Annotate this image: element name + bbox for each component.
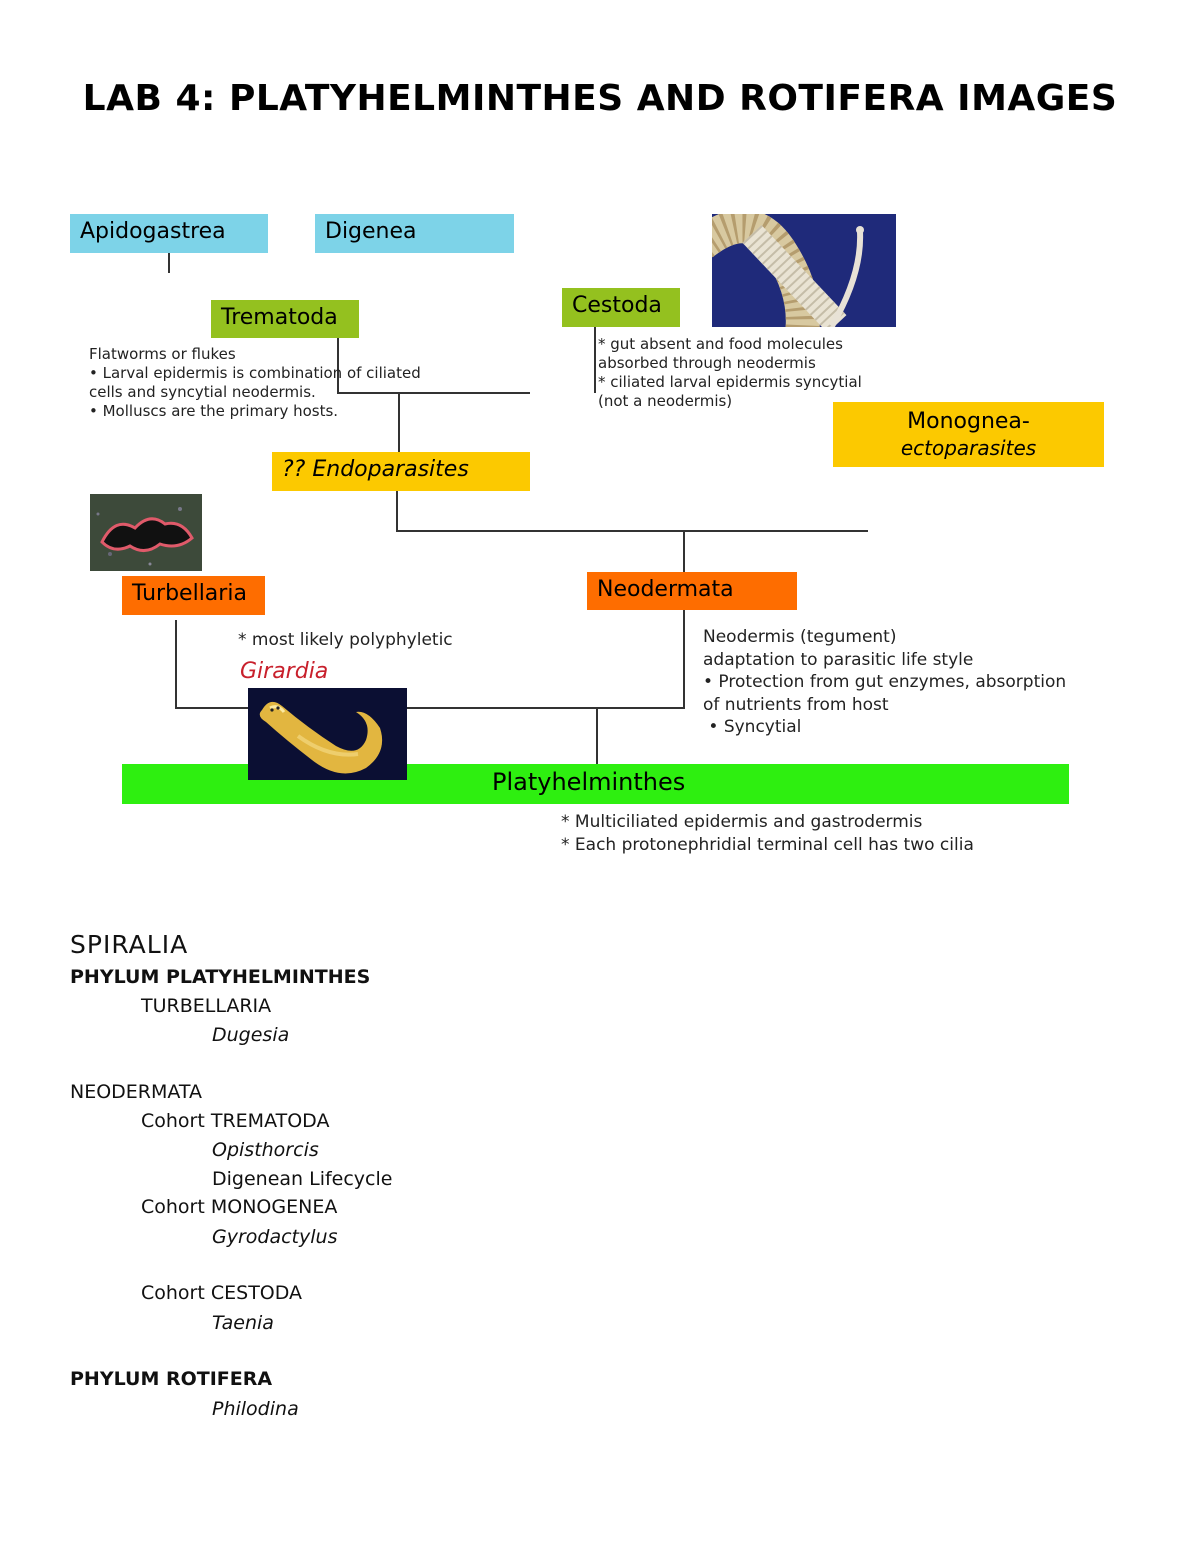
outline-cohort-monogenea: Cohort MONOGENEA (141, 1196, 338, 1218)
outline-cohort-trematoda: Cohort TREMATODA (141, 1110, 330, 1132)
box-digenea: Digenea (315, 214, 514, 253)
box-cestoda: Cestoda (562, 288, 680, 327)
box-platyhelminthes: Platyhelminthes (122, 764, 1069, 804)
box-turbellaria: Turbellaria (122, 576, 265, 615)
outline-phylum-rotifera: PHYLUM ROTIFERA (70, 1368, 273, 1390)
connector-neodermata-vertical (683, 610, 685, 709)
monognea-line1: Monognea- (907, 409, 1030, 434)
connector-neodermata-up (683, 530, 685, 572)
connector-endoparasites-down (396, 491, 398, 531)
connector-trematoda-vertical (337, 338, 339, 394)
outline-gyrodactylus: Gyrodactylus (212, 1226, 338, 1248)
connector-apidogastrea (168, 253, 170, 273)
connector-trematoda-down (398, 392, 400, 452)
connector-base-horizontal (175, 707, 684, 709)
title-part1: LAB 4: (82, 78, 229, 119)
outline-dugesia: Dugesia (212, 1024, 290, 1046)
outline-phylum-platyhelminthes: PHYLUM PLATYHELMINTHES (70, 966, 371, 988)
cestode-image (712, 214, 896, 327)
connector-trematoda-horizontal (337, 392, 530, 394)
note-platyhelminthes: * Multiciliated epidermis and gastroderm… (561, 812, 974, 855)
outline-philodina: Philodina (212, 1398, 299, 1420)
note-turbellaria: * most likely polyphyletic (238, 630, 453, 650)
box-neodermata: Neodermata (587, 572, 797, 610)
outline-digenean-lifecycle: Digenean Lifecycle (212, 1168, 393, 1190)
turbellarian-image (90, 494, 202, 571)
outline-neodermata: NEODERMATA (70, 1081, 203, 1103)
label-girardia: Girardia (240, 659, 329, 684)
monognea-line2: ectoparasites (900, 436, 1037, 460)
outline-cohort-cestoda: Cohort CESTODA (141, 1282, 303, 1304)
outline-turbellaria: TURBELLARIA (141, 995, 272, 1017)
connector-neodermata-horizontal (396, 530, 868, 532)
connector-turbellaria-vertical (175, 620, 177, 708)
box-trematoda: Trematoda (211, 300, 359, 338)
girardia-image (248, 688, 407, 780)
connector-cestoda-vertical (594, 327, 596, 393)
box-apidogastrea: Apidogastrea (70, 214, 268, 253)
page-title: LAB 4: PLATYHELMINTHES AND ROTIFERA IMAG… (0, 78, 1200, 119)
title-part2: PLATYHELMINTHES AND ROTIFERA IMAGES (228, 78, 1118, 119)
box-endoparasites: ?? Endoparasites (272, 452, 530, 491)
connector-platyhelminthes-up (596, 707, 598, 764)
outline-opisthorcis: Opisthorcis (212, 1139, 319, 1161)
outline-spiralia: SPIRALIA (70, 930, 189, 959)
note-cestoda: * gut absent and food molecules absorbed… (598, 335, 862, 410)
outline-taenia: Taenia (212, 1312, 274, 1334)
box-monognea: Monognea- ectoparasites (833, 402, 1104, 467)
note-trematoda: Flatworms or flukes • Larval epidermis i… (89, 345, 421, 420)
note-neodermata: Neodermis (tegument) adaptation to paras… (703, 627, 1067, 737)
